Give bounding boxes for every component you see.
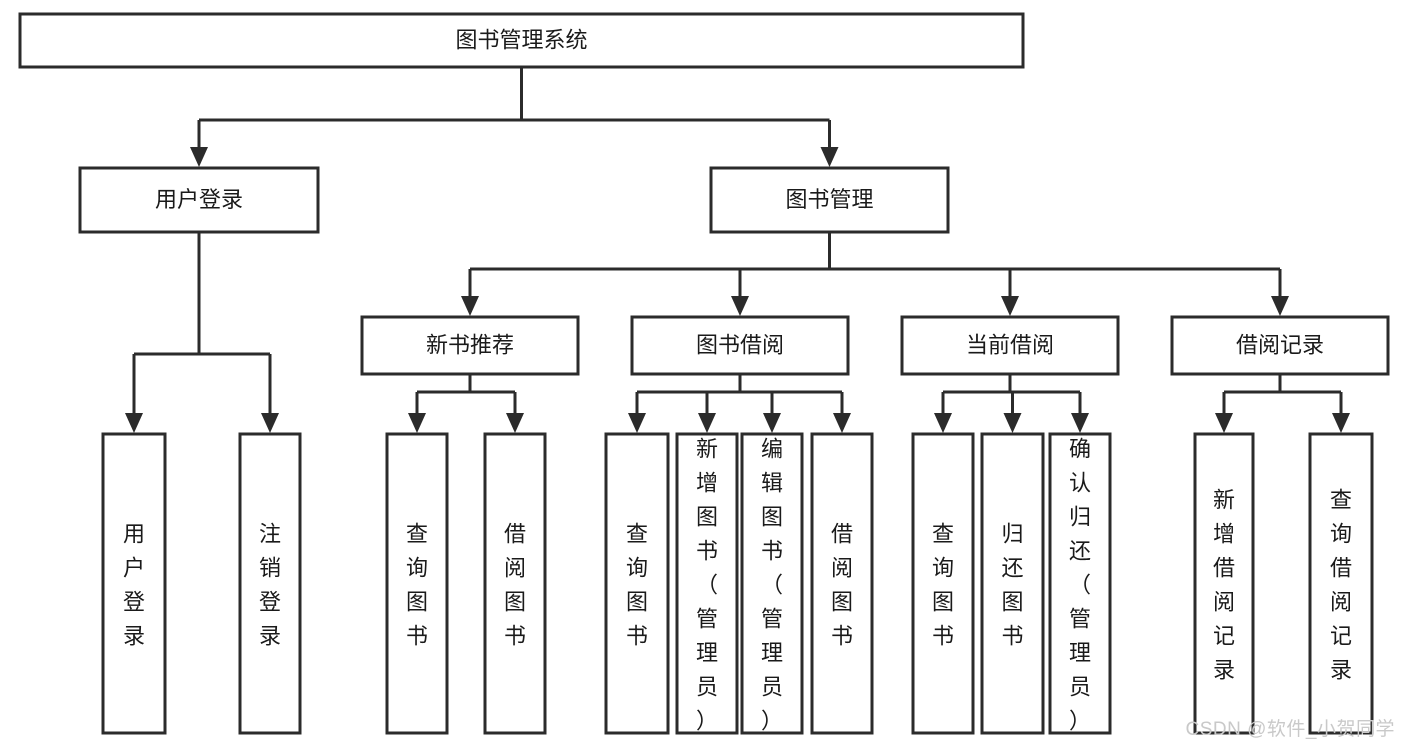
node-box[interactable]	[1308, 432, 1374, 735]
node-label: 新增借阅记录	[1213, 488, 1235, 683]
arrow-head-icon	[1071, 413, 1089, 433]
node-box[interactable]	[911, 432, 975, 735]
diagram-node[interactable]: 归还图书	[980, 432, 1045, 735]
arrow-head-icon	[506, 413, 524, 433]
node-box[interactable]	[1048, 432, 1112, 735]
diagram-node[interactable]: 查询借阅记录	[1308, 432, 1374, 735]
node-label: 图书管理系统	[455, 27, 587, 52]
arrow-head-icon	[190, 147, 208, 167]
arrow-head-icon	[1003, 413, 1022, 433]
watermark-label: CSDN @软件_小贺同学	[1185, 719, 1395, 740]
node-box[interactable]	[360, 315, 580, 376]
diagram-node[interactable]: 用户登录	[101, 432, 167, 735]
arrow-head-icon	[833, 413, 851, 433]
arrow-head-icon	[461, 296, 479, 316]
node-label: 查询借阅记录	[1330, 488, 1352, 683]
node-label: 图书借阅	[696, 332, 784, 357]
node-box[interactable]	[630, 315, 850, 376]
diagram-node[interactable]: 用户登录	[78, 166, 320, 234]
node-label: 编辑图书（管理员）	[761, 437, 783, 734]
node-box[interactable]	[1170, 315, 1390, 376]
arrow-head-icon	[698, 413, 716, 433]
diagram-node[interactable]: 借阅图书	[810, 432, 874, 735]
node-label: 归还图书	[1001, 522, 1023, 649]
node-box[interactable]	[18, 12, 1025, 69]
diagram-node[interactable]: 图书管理系统	[18, 12, 1025, 69]
diagram-node[interactable]: 新书推荐	[360, 315, 580, 376]
diagram-node[interactable]: 新增图书（管理员）	[675, 432, 739, 735]
node-box[interactable]	[980, 432, 1045, 735]
node-box[interactable]	[604, 432, 670, 735]
node-label: 用户登录	[123, 522, 145, 649]
arrow-head-icon	[1001, 296, 1019, 316]
node-box[interactable]	[740, 432, 804, 735]
node-label: 查询图书	[626, 522, 648, 649]
node-box[interactable]	[78, 166, 320, 234]
node-box[interactable]	[1193, 432, 1255, 735]
node-label: 注销登录	[259, 522, 281, 649]
nodes-layer: 图书管理系统用户登录用户登录注销登录图书管理新书推荐查询图书借阅图书图书借阅查询…	[18, 12, 1390, 735]
arrow-head-icon	[1332, 413, 1350, 433]
node-label: 当前借阅	[966, 332, 1054, 357]
node-box[interactable]	[810, 432, 874, 735]
diagram-node[interactable]: 新增借阅记录	[1193, 432, 1255, 735]
arrow-head-icon	[1215, 413, 1233, 433]
node-label: 借阅图书	[831, 522, 853, 649]
node-label: 新增图书（管理员）	[696, 437, 718, 734]
arrow-head-icon	[820, 147, 839, 167]
diagram-node[interactable]: 借阅记录	[1170, 315, 1390, 376]
node-label: 查询图书	[406, 522, 428, 649]
node-box[interactable]	[238, 432, 302, 735]
node-label: 新书推荐	[426, 332, 514, 357]
diagram-node[interactable]: 图书管理	[709, 166, 950, 234]
node-box[interactable]	[483, 432, 547, 735]
node-box[interactable]	[709, 166, 950, 234]
arrow-head-icon	[408, 413, 426, 433]
arrow-head-icon	[261, 413, 279, 433]
arrow-head-icon	[763, 413, 781, 433]
diagram-node[interactable]: 注销登录	[238, 432, 302, 735]
connectors-layer	[125, 67, 1350, 433]
diagram-node[interactable]: 查询图书	[911, 432, 975, 735]
node-box[interactable]	[900, 315, 1120, 376]
diagram-node[interactable]: 图书借阅	[630, 315, 850, 376]
node-label: 用户登录	[155, 187, 243, 212]
diagram-node[interactable]: 当前借阅	[900, 315, 1120, 376]
node-label: 借阅记录	[1236, 332, 1324, 357]
arrow-head-icon	[628, 413, 646, 433]
node-label: 查询图书	[932, 522, 954, 649]
arrow-head-icon	[125, 413, 143, 433]
diagram-node[interactable]: 借阅图书	[483, 432, 547, 735]
node-box[interactable]	[101, 432, 167, 735]
arrow-head-icon	[1271, 296, 1289, 316]
node-box[interactable]	[385, 432, 449, 735]
node-label: 借阅图书	[504, 522, 526, 649]
diagram-node[interactable]: 编辑图书（管理员）	[740, 432, 804, 735]
diagram-node[interactable]: 查询图书	[604, 432, 670, 735]
diagram-node[interactable]: 确认归还（管理员）	[1048, 432, 1112, 735]
node-box[interactable]	[675, 432, 739, 735]
arrow-head-icon	[934, 413, 952, 433]
node-label: 图书管理	[785, 187, 873, 212]
diagram-node[interactable]: 查询图书	[385, 432, 449, 735]
arrow-head-icon	[731, 296, 749, 316]
node-label: 确认归还（管理员）	[1069, 437, 1091, 734]
